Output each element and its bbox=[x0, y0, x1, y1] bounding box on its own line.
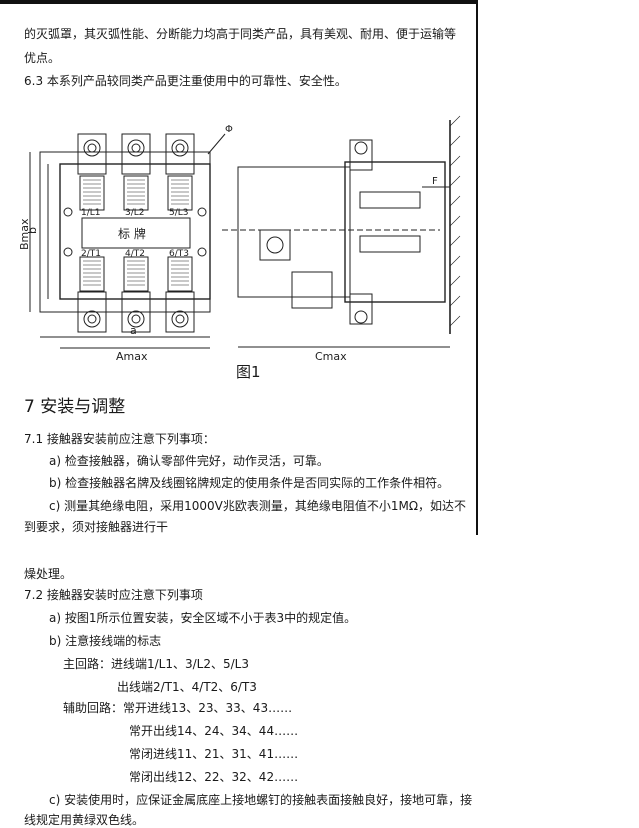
section-7-1: 7.1 接触器安装前应注意下列事项： bbox=[24, 432, 215, 446]
nameplate-label: 标 牌 bbox=[118, 227, 146, 241]
item-7-2-a: a) 按图1所示位置安装，安全区域不小于表3中的规定值。 bbox=[49, 611, 357, 625]
item-7-1-a: a) 检查接触器，确认零部件完好，动作灵活，可靠。 bbox=[49, 454, 329, 468]
section-7-title: 7 安装与调整 bbox=[24, 397, 126, 417]
terminal-label-3: 5/L3 bbox=[169, 208, 189, 218]
section-6-3: 6.3 本系列产品较同类产品更注重使用中的可靠性、安全性。 bbox=[24, 74, 347, 88]
item-7-2-c-cont: 线规定用黄绿双色线。 bbox=[24, 813, 145, 827]
terminal-label-4: 2/T1 bbox=[81, 249, 101, 259]
terminal-label-6: 6/T3 bbox=[169, 249, 189, 259]
dim-f: F bbox=[432, 176, 438, 187]
aux-no-in: 辅助回路：常开进线13、23、33、43…… bbox=[63, 701, 293, 715]
terminal-label-2: 3/L2 bbox=[125, 208, 145, 218]
dim-b: b bbox=[26, 227, 39, 234]
item-7-1-c-cont: 到要求，须对接触器进行干 bbox=[24, 520, 169, 534]
main-circuit-out: 出线端2/T1、4/T2、6/T3 bbox=[117, 680, 257, 694]
intro-line-1: 的灭弧罩，其灭弧性能、分断能力均高于同类产品，具有美观、耐用、便于运输等 bbox=[24, 27, 457, 41]
dim-bmax: Bmax bbox=[20, 218, 31, 250]
aux-no-out: 常开出线14、24、34、44…… bbox=[129, 724, 299, 738]
dim-cmax: Cmax bbox=[315, 350, 347, 362]
figure-1-drawing: 1/L1 3/L2 5/L3 2/T1 4/T2 6/T3 标 牌 a Amax… bbox=[20, 115, 461, 362]
right-border bbox=[476, 0, 478, 535]
dim-amax: Amax bbox=[116, 350, 148, 362]
top-border bbox=[0, 0, 476, 4]
bottom-terminals bbox=[77, 291, 195, 333]
aux-nc-out: 常闭出线12、22、32、42…… bbox=[129, 770, 299, 784]
item-7-1-b: b) 检查接触器名牌及线圈铭牌规定的使用条件是否同实际的工作条件相符。 bbox=[49, 476, 450, 490]
dim-a: a bbox=[130, 324, 137, 337]
item-7-2-c: c) 安装使用时，应保证金属底座上接地螺钉的接触表面接触良好，接地可靠，接 bbox=[49, 793, 473, 807]
terminal-label-1: 1/L1 bbox=[81, 208, 101, 218]
aux-nc-in: 常闭进线11、21、31、41…… bbox=[129, 747, 299, 761]
item-7-2-b: b) 注意接线端的标志 bbox=[49, 634, 162, 648]
figure-caption: 图1 bbox=[236, 363, 261, 381]
terminal-label-5: 4/T2 bbox=[125, 249, 145, 259]
top-terminals bbox=[77, 133, 195, 175]
intro-line-2: 优点。 bbox=[24, 51, 61, 65]
continued-line: 燥处理。 bbox=[24, 567, 73, 581]
section-7-2: 7.2 接触器安装时应注意下列事项 bbox=[24, 588, 203, 602]
main-circuit-in: 主回路：进线端1/L1、3/L2、5/L3 bbox=[63, 657, 249, 671]
dim-phi: Φ bbox=[225, 124, 233, 135]
item-7-1-c: c) 测量其绝缘电阻，采用1000V兆欧表测量，其绝缘电阻值不小1MΩ，如达不 bbox=[49, 499, 467, 513]
